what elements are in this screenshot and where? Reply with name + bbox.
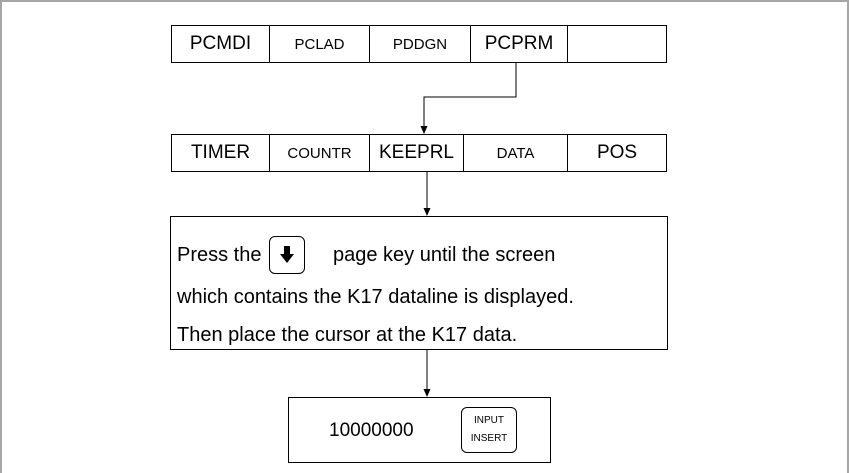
entry-value: 10000000 — [329, 420, 414, 441]
instruction-line1-before: Press the — [177, 244, 262, 266]
input-key-label: INPUT — [474, 415, 504, 426]
page-down-key[interactable] — [269, 236, 305, 274]
arrowhead-3 — [423, 389, 431, 397]
arrow-pcprm-to-keeprl — [423, 62, 517, 128]
entry-box: 10000000 INPUT INSERT — [288, 397, 551, 463]
instruction-line2: which contains the K17 dataline is displ… — [177, 286, 574, 308]
instruction-box: Press the page key until the screen whic… — [170, 216, 668, 350]
softkey-row-top: PCMDI PCLAD PDDGN PCPRM — [171, 25, 667, 63]
down-arrow-icon — [280, 246, 294, 263]
arrowhead-1 — [420, 126, 428, 134]
arrowhead-2 — [423, 208, 431, 216]
softkey-row-second: TIMER COUNTR KEEPRL DATA POS — [171, 134, 667, 172]
instruction-line1-after: page key until the screen — [333, 244, 556, 266]
instruction-line3: Then place the cursor at the K17 data. — [177, 324, 518, 346]
input-insert-key[interactable]: INPUT INSERT — [461, 407, 517, 453]
insert-key-label: INSERT — [470, 433, 508, 444]
softkey-blank[interactable] — [567, 25, 667, 63]
softkey-pos[interactable]: POS — [567, 134, 667, 172]
